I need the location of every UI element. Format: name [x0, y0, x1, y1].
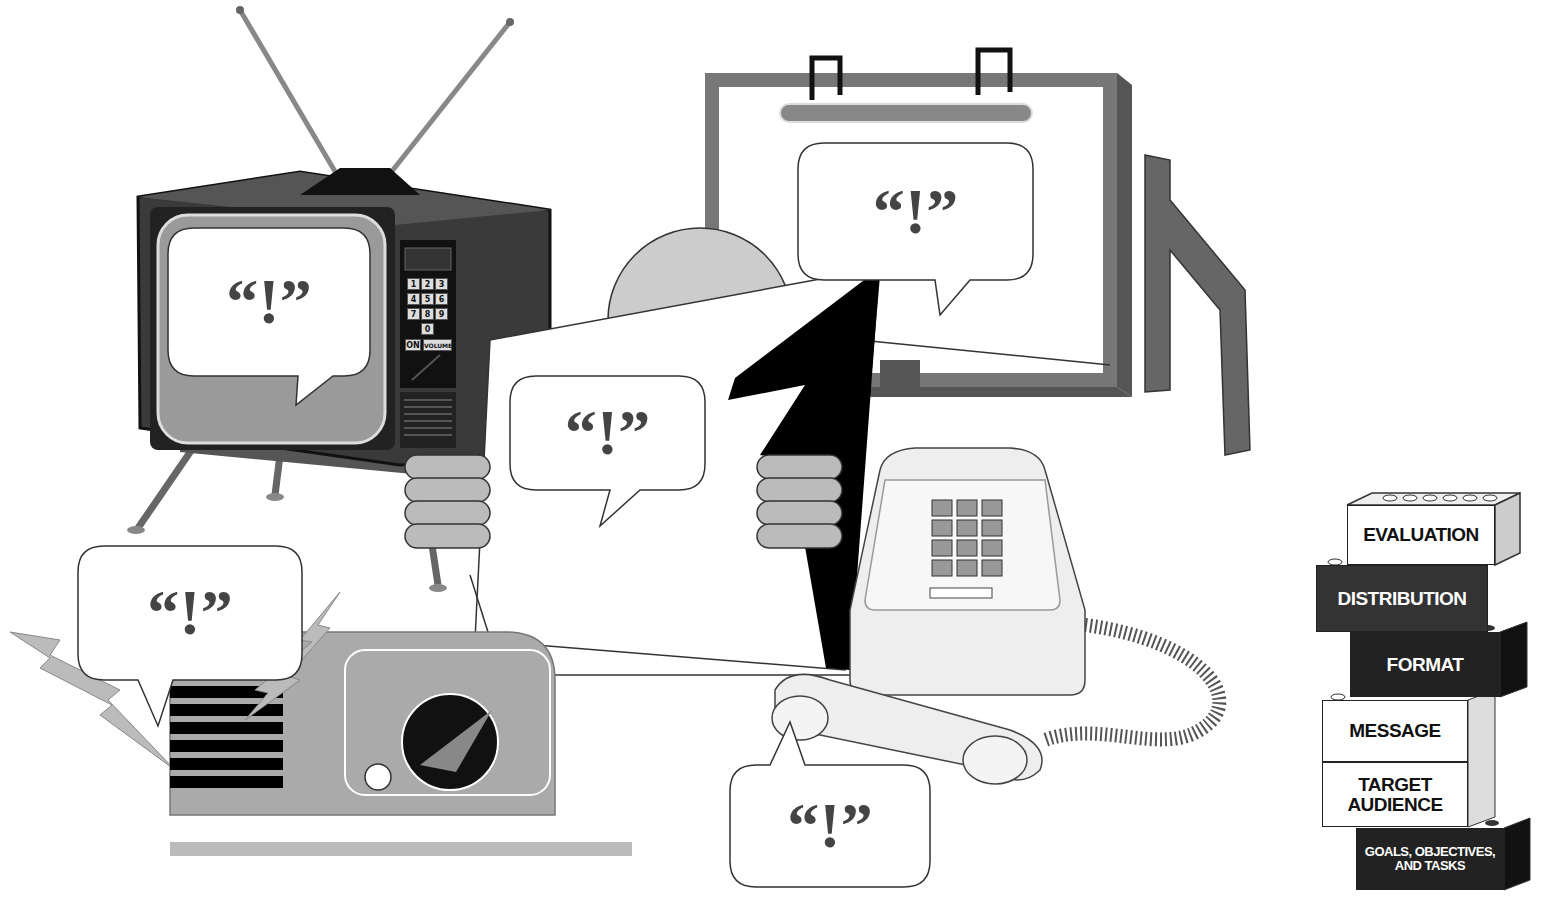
stacked-block: GOALS, OBJECTIVES, AND TASKS: [1356, 828, 1504, 890]
billboard-hook: [978, 50, 1010, 95]
hand-left: [405, 455, 490, 548]
exclamation-quote: “!”: [226, 270, 311, 334]
tv-foot: [127, 526, 145, 534]
block-stud: [1485, 820, 1499, 826]
block-side: [1495, 493, 1520, 565]
block-side: [1504, 818, 1530, 890]
phone-face: [865, 480, 1060, 610]
tv-bezel: [150, 207, 395, 450]
antenna: [385, 22, 510, 180]
tv-grill: [400, 392, 456, 448]
block-label: EVALUATION: [1359, 525, 1483, 545]
exclamation-quote: “!”: [565, 401, 650, 465]
tv-screen: [158, 215, 385, 443]
tv-foot: [266, 493, 284, 501]
antenna: [240, 10, 340, 180]
tv-key-label: 6: [435, 293, 448, 305]
bubble-shape: [168, 228, 370, 405]
billboard-legs: [1145, 155, 1250, 455]
stacked-block: EVALUATION: [1347, 505, 1495, 565]
block-top: [1347, 493, 1520, 505]
block-label: FORMAT: [1383, 655, 1468, 675]
tv-key-label: ON: [405, 339, 421, 351]
speech-bubble: “!”: [798, 143, 1033, 280]
block-label: MESSAGE: [1345, 721, 1445, 741]
tv-key-label: 3: [435, 278, 448, 290]
stacked-block: FORMAT: [1350, 632, 1500, 697]
bubble-shape: [798, 143, 1033, 315]
block-label: DISTRIBUTION: [1333, 589, 1470, 609]
billboard-bar: [780, 104, 1032, 122]
leader-line: [470, 575, 488, 632]
tv-key-label: 2: [421, 278, 434, 290]
stacked-block: DISTRIBUTION: [1316, 565, 1488, 632]
billboard-foot: [880, 360, 920, 388]
tv-key-label: 9: [435, 308, 448, 320]
tv-leg: [138, 445, 195, 528]
tv-key-label: 8: [421, 308, 434, 320]
tv-key-label: VOLUME: [423, 339, 452, 351]
tv-key-label: 5: [421, 293, 434, 305]
speech-bubble: “!”: [730, 765, 930, 887]
exclamation-quote: “!”: [147, 581, 232, 645]
radio-dial: [402, 694, 498, 790]
speech-bubble: “!”: [168, 228, 370, 376]
tv-key-label: 4: [407, 293, 420, 305]
block-label: TARGET AUDIENCE: [1323, 775, 1467, 815]
billboard-hook: [812, 58, 840, 100]
bubble-shape: [78, 546, 302, 726]
tv-grill-lines: [404, 400, 452, 435]
hand-right: [757, 455, 842, 548]
phone-body: [850, 448, 1085, 695]
radio-shelf: [170, 842, 632, 856]
block-label: GOALS, OBJECTIVES, AND TASKS: [1357, 845, 1503, 872]
antenna-tip: [506, 18, 514, 26]
phone-keypad: [932, 500, 1002, 576]
radio-panel: [345, 650, 550, 795]
speech-bubble: “!”: [510, 376, 705, 490]
dial-pointer: [420, 710, 492, 772]
tv-panel: [400, 240, 456, 388]
tv-foot: [429, 584, 447, 592]
handset-mouthpiece: [963, 736, 1027, 784]
tv-key-label: 0: [421, 323, 434, 335]
antenna-tip: [236, 6, 244, 14]
tv-key-label: 1: [407, 278, 420, 290]
radio-knob: [365, 764, 391, 790]
block-side: [1500, 622, 1527, 697]
billboard-side: [1117, 73, 1132, 397]
stacked-block: TARGET AUDIENCE: [1322, 762, 1468, 827]
bubble-shape: [730, 722, 930, 887]
block-side: [1468, 690, 1495, 827]
billboard-line: [860, 340, 1110, 365]
handset-earpiece: [772, 696, 828, 740]
tv-key-label: 7: [407, 308, 420, 320]
exclamation-quote: “!”: [787, 794, 872, 858]
phone-label-strip: [930, 588, 992, 598]
antenna-base: [300, 168, 420, 195]
speech-bubble: “!”: [78, 546, 302, 680]
poster-sheet: [475, 268, 880, 670]
tv-display: [405, 248, 451, 270]
tv-mark: [412, 355, 440, 380]
stacked-block: MESSAGE: [1322, 700, 1468, 762]
bubble-shape: [510, 376, 705, 526]
exclamation-quote: “!”: [873, 180, 958, 244]
